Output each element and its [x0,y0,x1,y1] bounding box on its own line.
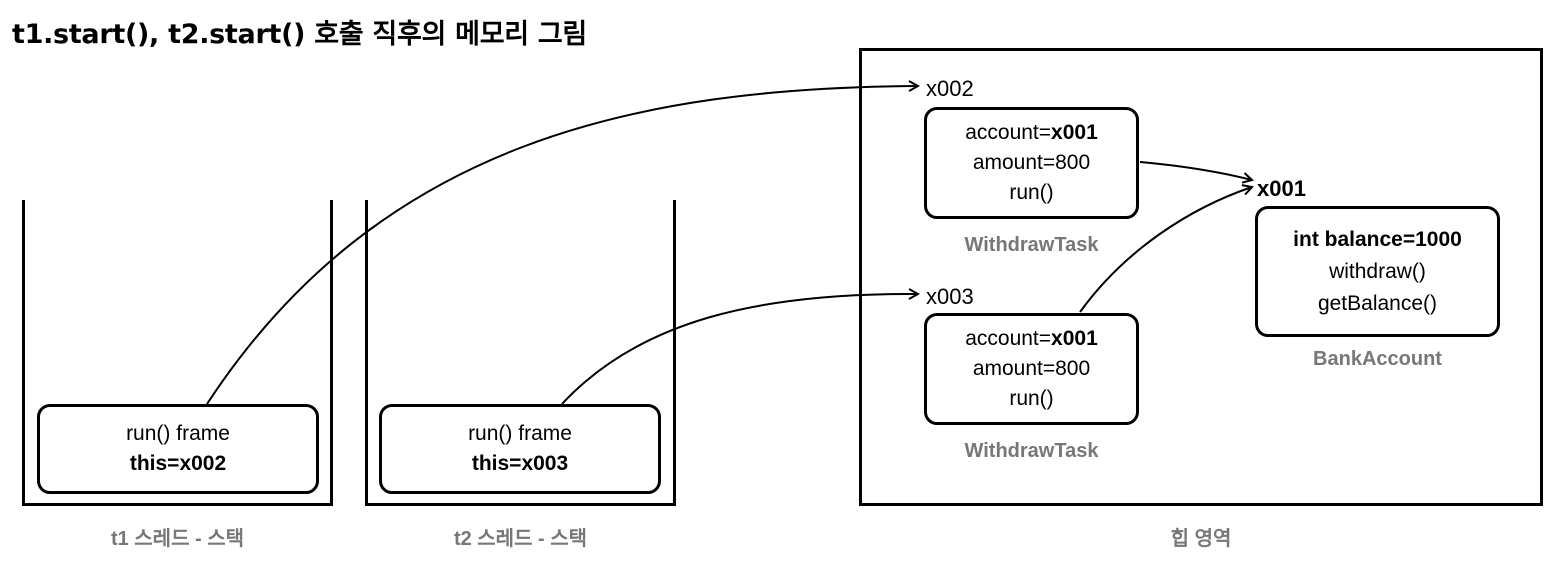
bank-account-object: int balance=1000 withdraw() getBalance() [1255,206,1500,337]
run-method: run() [1009,181,1054,204]
withdraw-method: withdraw() [1329,259,1426,283]
arrow-task1-to-x001 [1139,161,1252,180]
heap-area [859,48,1543,506]
task1-address: x002 [926,76,974,101]
t1-stack-caption: t1 스레드 - 스택 [110,528,245,550]
t2-stack-caption: t2 스레드 - 스택 [453,528,588,550]
amount-field: amount=800 [972,151,1091,174]
get-balance-method: getBalance() [1317,291,1438,315]
task1-class-name: WithdrawTask [964,234,1099,256]
arrow-task2-to-x001 [1079,187,1252,313]
run-method: run() [1009,387,1054,410]
this-reference: this=x003 [471,452,569,475]
task2-class-name: WithdrawTask [964,440,1099,462]
t1-stack [22,200,333,506]
account-field: account=x001 [965,121,1098,144]
bank-class-name: BankAccount [1313,348,1442,370]
frame-label: run() frame [468,422,572,445]
this-reference: this=x002 [129,452,227,475]
t1-run-frame: run() frame this=x002 [37,404,319,494]
task2-address: x003 [926,284,974,309]
arrow-t1-to-x002 [206,86,918,405]
amount-field: amount=800 [972,357,1091,380]
t2-run-frame: run() frame this=x003 [379,404,661,494]
t2-stack [365,200,676,506]
arrow-t2-to-x003 [561,294,918,405]
balance-field: int balance=1000 [1293,227,1462,251]
account-field: account=x001 [965,327,1098,350]
task1-object: account=x001 amount=800 run() [924,107,1139,219]
heap-caption: 힙 영역 [1170,528,1232,550]
bank-address: x001 [1257,176,1306,201]
frame-label: run() frame [126,422,230,445]
task2-object: account=x001 amount=800 run() [924,313,1139,425]
diagram-title: t1.start(), t2.start() 호출 직후의 메모리 그림 [12,19,587,50]
